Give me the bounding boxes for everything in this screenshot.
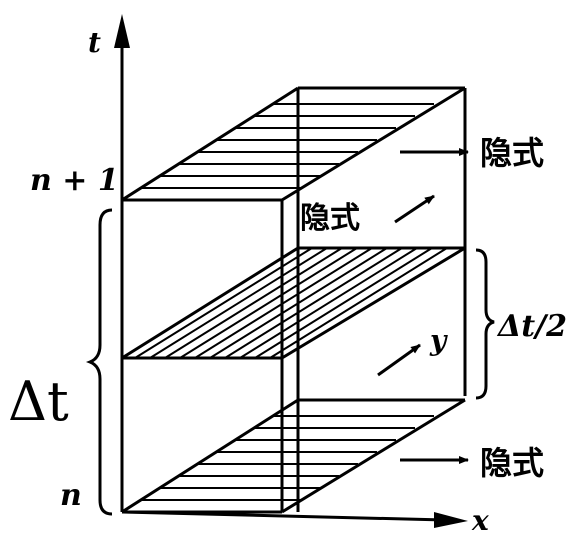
box-back-frame — [296, 86, 467, 512]
implicit-middle-arrow-icon — [394, 194, 435, 224]
t-axis-label: t — [88, 26, 101, 59]
plane-top-hatching — [141, 103, 434, 189]
implicit-top-label: 隐式 — [480, 134, 544, 172]
t-axis-arrow-icon — [114, 14, 130, 48]
plane-middle-hatching — [134, 247, 448, 359]
x-axis — [121, 510, 468, 528]
implicit-middle-label: 隐式 — [300, 201, 360, 236]
level-n-label: n — [60, 478, 82, 513]
box-depth-edges — [121, 86, 466, 514]
x-axis-label: x — [471, 504, 489, 534]
y-axis-label: y — [429, 324, 448, 357]
delta-t-label: Δt — [8, 370, 69, 433]
half-step-label: Δt/2 — [496, 309, 567, 344]
t-axis — [114, 14, 130, 512]
y-direction-arrow-icon — [377, 343, 421, 377]
half-step-brace — [475, 248, 495, 400]
delta-t-brace — [85, 208, 113, 516]
plane-bottom-hatching — [141, 415, 434, 501]
x-axis-arrow-icon — [434, 512, 468, 528]
implicit-bottom-label: 隐式 — [480, 444, 544, 482]
level-n-plus-1-label: n + 1 — [30, 163, 119, 198]
